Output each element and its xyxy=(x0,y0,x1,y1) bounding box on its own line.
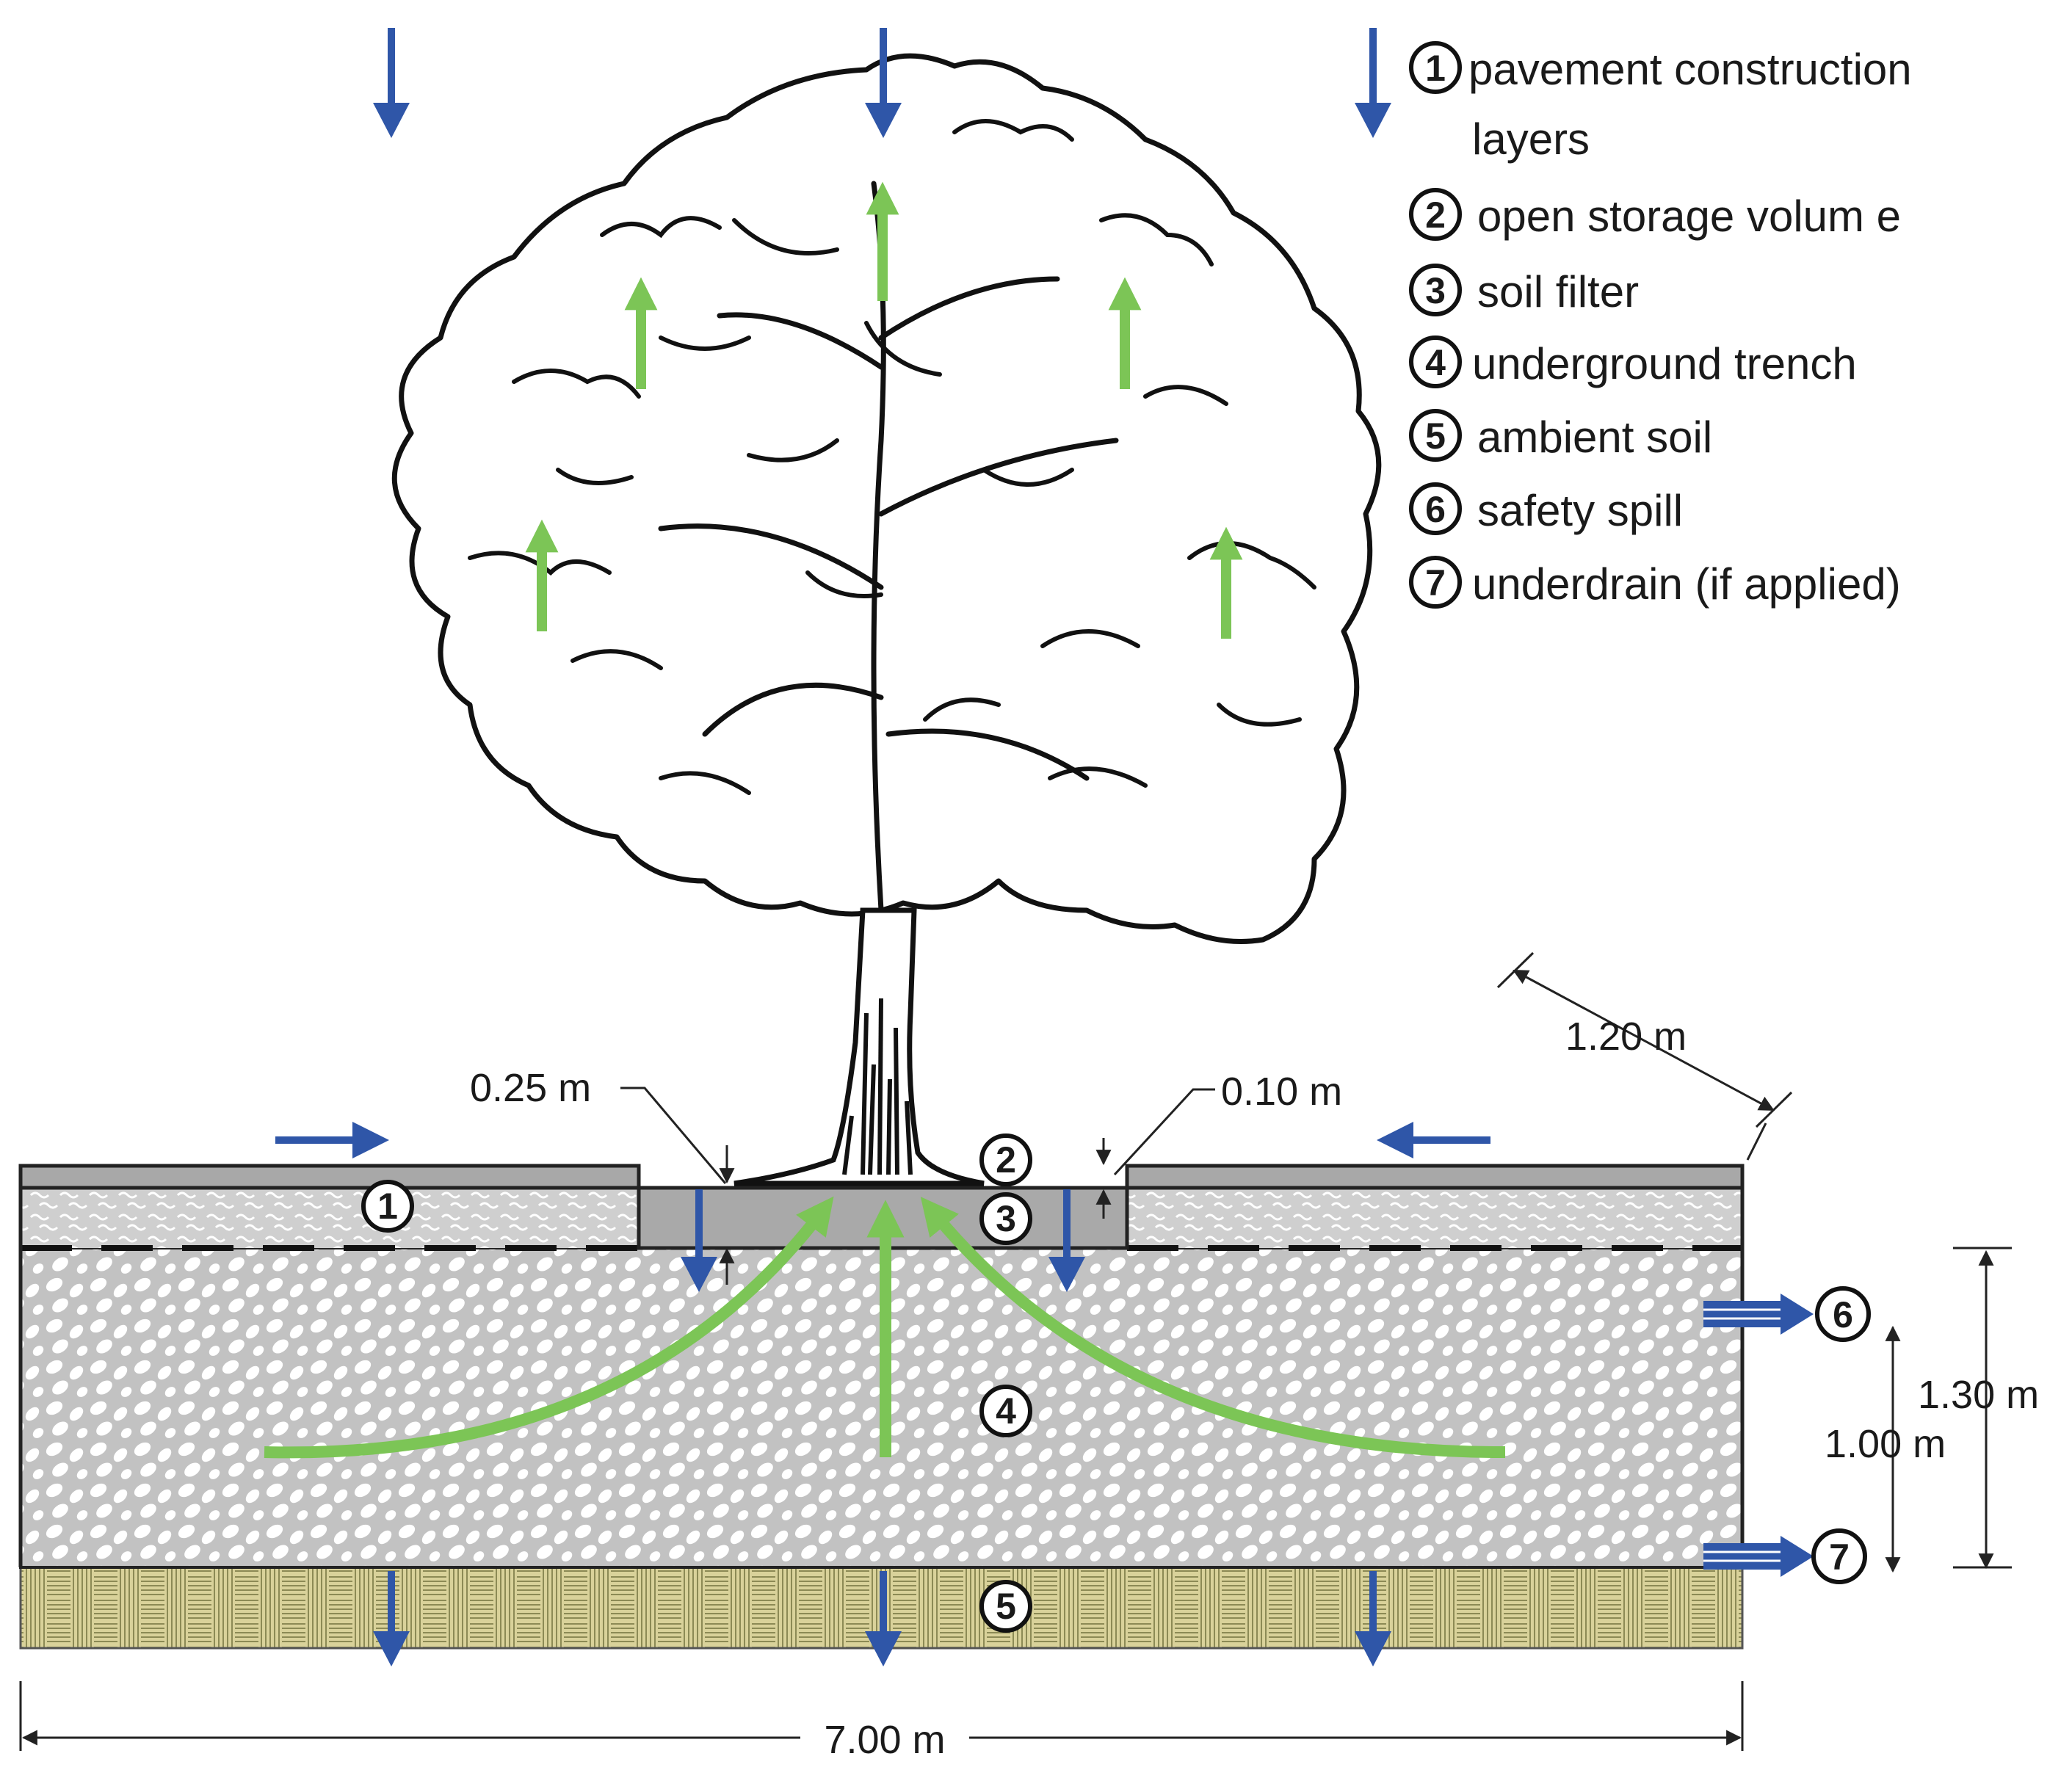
svg-text:2: 2 xyxy=(1425,195,1446,236)
legend: 1 pavement construction layers 2 open st… xyxy=(1409,41,1912,609)
dim-pit-width-line xyxy=(1513,969,1775,1111)
underdrain-pipe xyxy=(1703,1536,1814,1577)
legend-item-2: 2 open storage volum e xyxy=(1409,188,1901,241)
svg-text:6: 6 xyxy=(1425,489,1446,530)
exfiltration-arrow-right xyxy=(1355,1571,1391,1666)
svg-text:underdrain (if applied): underdrain (if applied) xyxy=(1472,559,1901,609)
foliage-detail xyxy=(468,119,1316,795)
pavement-surface-right xyxy=(1125,1164,1745,1190)
marker-filter: 3 xyxy=(979,1192,1032,1245)
infiltration-arrow-left xyxy=(681,1189,717,1292)
svg-text:soil filter: soil filter xyxy=(1477,267,1639,316)
svg-text:5: 5 xyxy=(1425,416,1446,457)
root-arrow-left xyxy=(264,1196,834,1459)
base-course-left xyxy=(21,1188,639,1248)
section-markers: 1 2 3 4 5 6 7 xyxy=(361,1133,1871,1633)
legend-item-5: 5 ambient soil xyxy=(1409,409,1712,462)
base-course-right xyxy=(1127,1188,1742,1248)
dim-filter-depth-label: 0.25 m xyxy=(470,1066,591,1110)
trunk-texture xyxy=(842,998,913,1175)
safety-spill-pipe xyxy=(1703,1294,1814,1335)
svg-text:1: 1 xyxy=(377,1186,398,1227)
exfiltration-arrow-center xyxy=(865,1571,902,1666)
legend-item-7: 7 underdrain (if applied) xyxy=(1409,556,1901,609)
exfiltration-arrow-left xyxy=(373,1571,410,1666)
svg-text:3: 3 xyxy=(996,1198,1016,1239)
svg-text:4: 4 xyxy=(1425,342,1446,383)
runoff-arrow-left xyxy=(275,1122,389,1158)
marker-pavement: 1 xyxy=(361,1180,414,1233)
infiltration-arrow-right xyxy=(1048,1189,1085,1292)
rain-arrow-left xyxy=(373,28,410,138)
rain-arrow-center xyxy=(865,28,902,138)
svg-text:layers: layers xyxy=(1472,115,1590,164)
marker-trench: 4 xyxy=(979,1385,1032,1437)
svg-text:5: 5 xyxy=(996,1586,1016,1627)
evapotranspiration-arrows xyxy=(525,181,1243,639)
dim-storage-leader xyxy=(1113,1088,1215,1176)
svg-text:3: 3 xyxy=(1425,270,1446,311)
legend-item-3: 3 soil filter xyxy=(1409,264,1639,316)
dim-filter-leader xyxy=(620,1087,727,1184)
svg-text:4: 4 xyxy=(996,1390,1016,1432)
dim-total-width-label: 7.00 m xyxy=(824,1718,945,1762)
legend-item-1: 1 pavement construction layers xyxy=(1409,41,1912,164)
legend-item-6: 6 safety spill xyxy=(1409,482,1683,535)
svg-text:1: 1 xyxy=(1425,48,1446,89)
dim-trench-depth-label: 1.30 m xyxy=(1918,1373,2039,1417)
pavement-surface-left xyxy=(18,1164,641,1190)
root-arrow-right xyxy=(920,1197,1506,1459)
svg-text:7: 7 xyxy=(1829,1537,1850,1578)
dim-underdrain-depth-label: 1.00 m xyxy=(1825,1422,1946,1466)
svg-text:ambient soil: ambient soil xyxy=(1477,413,1712,462)
marker-underdrain: 7 xyxy=(1811,1528,1867,1584)
svg-text:open storage volum e: open storage volum e xyxy=(1477,192,1901,241)
dimension-labels: 7.00 m 1.30 m 1.00 m 0.25 m 0.10 m 1.20 … xyxy=(470,1015,2039,1762)
dim-storage-depth-label: 0.10 m xyxy=(1221,1070,1342,1114)
svg-text:6: 6 xyxy=(1833,1294,1853,1335)
tree-trunk xyxy=(733,907,985,1186)
svg-text:pavement construction: pavement construction xyxy=(1468,45,1912,94)
runoff-arrow-right xyxy=(1377,1122,1490,1158)
dim-pit-width-label: 1.20 m xyxy=(1565,1015,1687,1059)
water-flow-arrows xyxy=(275,28,1814,1666)
marker-soil: 5 xyxy=(979,1580,1032,1633)
marker-spill: 6 xyxy=(1815,1286,1871,1342)
svg-text:underground trench: underground trench xyxy=(1472,339,1857,388)
svg-text:7: 7 xyxy=(1425,562,1446,603)
rain-arrow-right xyxy=(1355,28,1391,138)
svg-text:2: 2 xyxy=(996,1139,1016,1180)
svg-text:safety spill: safety spill xyxy=(1477,486,1683,535)
marker-storage: 2 xyxy=(979,1133,1032,1186)
tree-crown xyxy=(391,53,1382,944)
legend-item-4: 4 underground trench xyxy=(1409,335,1857,388)
root-water-arrows xyxy=(264,1196,1506,1459)
